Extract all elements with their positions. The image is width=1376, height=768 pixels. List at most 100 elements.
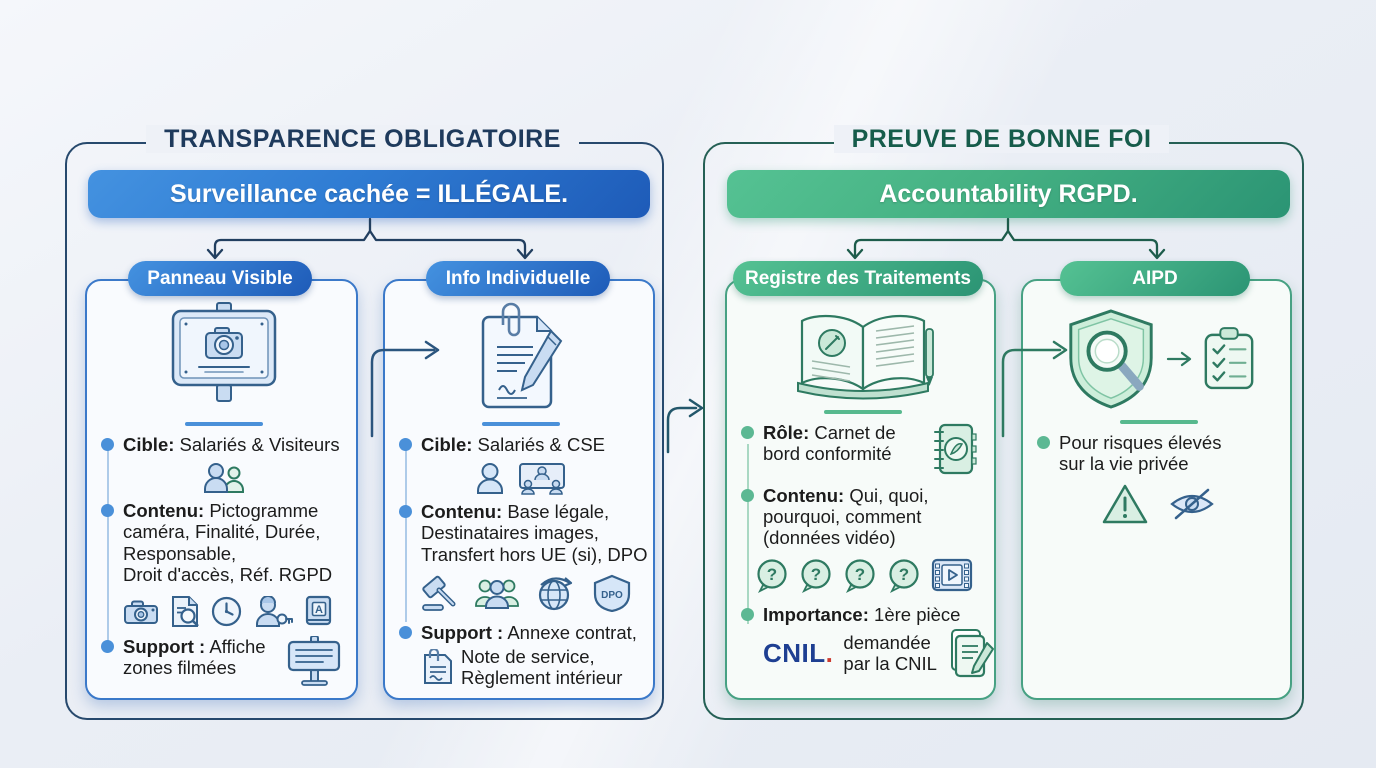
bullet-text2: Note de service, Règlement intérieur [461,645,623,689]
divider [823,410,902,414]
bullet-rail [107,444,109,644]
card-aipd: Pour risques élevés sur la vie privée [1021,279,1292,700]
eye-privacy-icon [1169,489,1214,520]
pill-aipd: AIPD [1060,261,1250,296]
card-info-individuelle: Cible: Salariés & CSE Contenu: Base léga… [383,279,655,700]
notebook-icon [930,422,978,476]
question-bubble-icon: ? [801,559,831,593]
bullet-text: 1ère pièce [868,603,961,625]
bullet-dot [741,488,754,502]
aipd-hero-icons [1037,307,1280,411]
bullet-dot [399,626,412,640]
question-bubble-icon: ? [757,559,787,593]
bullet-text: Pour risques élevés sur la vie privée [1059,431,1222,474]
svg-text:?: ? [811,565,821,584]
bullet-label: Contenu: [421,500,503,522]
divider [482,422,560,426]
bullet-text: Qui, quoi, pourquoi, comment (données vi… [763,484,929,549]
bullet-importance: Importance: 1ère pièce CNIL. demandée pa… [741,603,994,679]
gavel-icon [422,576,456,612]
bullet-text2: demandée par la CNIL [843,631,937,675]
document-clip-icon [424,649,452,685]
warning-triangle-icon [1102,485,1147,524]
video-film-icon [931,559,973,592]
bullet-label: Cible: [123,433,175,455]
bullet-text: Affiche zones filmées [123,635,266,679]
left-banner: Surveillance cachée = ILLÉGALE. [88,170,650,218]
bullet-label: Contenu: [123,499,205,521]
divider [184,422,263,426]
bullet-label: Rôle: [763,421,810,443]
pill-panneau-visible: Panneau Visible [128,261,312,296]
cse-meeting-icon [519,462,565,495]
bullet-text: Salariés & Visiteurs [174,433,340,455]
bullet-dot [101,503,114,517]
bullet-text: Salariés & CSE [472,433,606,455]
camera-icon [124,600,158,624]
section-to-section-arrow [666,398,704,454]
bullet-label: Importance: [763,603,869,625]
bullet-dot [1037,435,1050,449]
contenu-icons-row: DPO [419,574,643,613]
bullet-support: Support : Annexe contrat, Note de servic… [399,622,643,688]
person-key-icon [256,595,293,627]
question-bubble-icon: ? [845,559,875,593]
sign-with-camera-icon [101,301,346,413]
pill-registre: Registre des Traitements [733,261,983,296]
bullet-label: Support : [421,622,504,644]
card-panneau-visible: Cible: Salariés & Visiteurs Contenu: Pic… [85,279,358,700]
dpo-shield-icon: DPO [593,575,631,613]
bullet-dot [101,639,114,653]
bullet-support: Support : Affiche zones filmées [101,635,346,686]
cnil-logo: CNIL. [763,637,834,668]
shield-magnifier-icon [1068,309,1153,409]
bullet-cible: Cible: Salariés & Visiteurs [101,434,346,455]
bullet-contenu: Contenu: Pictogramme caméra, Finalité, D… [101,500,346,586]
bullet-risques: Pour risques élevés sur la vie privée [1037,432,1280,475]
person-icon [477,462,503,494]
card-registre: Rôle: Carnet de bord conformité [725,279,996,700]
contenu-icons-row: ? ? ? ? [755,558,984,594]
contenu-icons-row: A [123,595,346,628]
bullet-dot [399,437,412,451]
svg-text:?: ? [855,565,865,584]
dpo-label: DPO [601,590,623,601]
left-section-title: TRANSPARENCE OBLIGATOIRE [65,125,660,154]
bullet-text: Pictogramme caméra, Finalité, Durée, Res… [123,499,333,586]
open-register-book-icon [741,305,984,401]
signed-document-icon [399,301,643,413]
bullet-cible: Cible: Salariés & CSE [399,434,643,455]
pill-info-individuelle: Info Individuelle [426,261,610,296]
bullet-contenu: Contenu: Qui, quoi, pourquoi, comment (d… [741,485,984,549]
bullet-text: Carnet de bord conformité [763,421,896,464]
globe-transfer-icon [538,577,573,611]
bullet-rail [405,444,407,622]
bullet-dot [741,425,754,439]
svg-text:?: ? [767,565,777,584]
arrow-right-icon [1166,351,1191,367]
clock-icon [211,596,242,626]
divider [1119,420,1198,424]
document-search-icon [172,595,199,627]
bullet-label: Support : [123,635,206,657]
rgpd-book-icon: A [305,595,332,625]
bullet-text: Base légale, Destinataires images, Trans… [421,500,648,565]
question-bubble-icon: ? [889,559,919,593]
bullet-dot [399,504,412,518]
cible-icons-row [399,462,643,495]
bullet-label: Contenu: [763,484,845,506]
book-letter: A [315,604,323,616]
bullet-label: Cible: [421,433,473,455]
right-section-title: PREUVE DE BONNE FOI [703,125,1300,154]
bullet-dot [741,607,754,621]
easel-sign-icon [286,635,342,686]
bullet-role: Rôle: Carnet de bord conformité [741,422,984,476]
right-banner: Accountability RGPD. [727,170,1290,218]
bullet-dot [101,437,114,451]
bullet-contenu: Contenu: Base légale, Destinataires imag… [399,500,648,565]
bullet-rail [747,444,749,624]
checklist-clipboard-icon [1204,327,1253,390]
svg-text:?: ? [899,565,909,584]
risques-icons-row [1037,483,1280,525]
